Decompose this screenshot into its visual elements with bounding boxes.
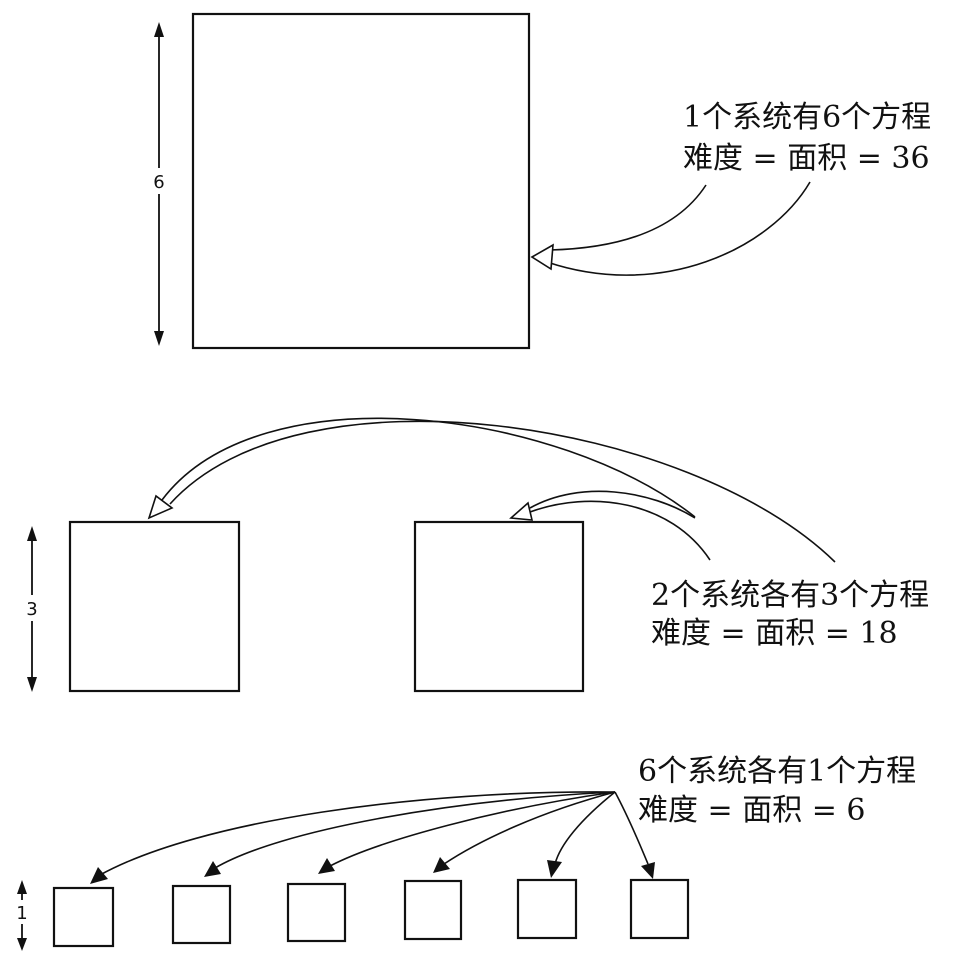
pointer-fan (90, 791, 655, 884)
dimension-arrow-1: 1 (13, 880, 31, 951)
system-box-1-d (403, 879, 463, 941)
dimension-arrow-6: 6 (148, 22, 170, 346)
panel-two-systems: 3 2个系统各有3个方程 难度 = 面积 = 18 (21, 417, 929, 693)
dimension-label-3: 3 (26, 599, 37, 620)
system-box-1-a (52, 886, 115, 948)
caption-line-1: 1个系统有6个方程 (683, 100, 931, 135)
pointer-arrow-3 (509, 490, 711, 561)
caption-line-4: 难度 = 面积 = 18 (651, 616, 898, 651)
pointer-arrow-2 (147, 417, 836, 563)
system-box-6 (191, 12, 531, 350)
system-box-1-e (516, 878, 578, 940)
pointer-arrow-1 (530, 181, 811, 276)
system-box-1-f (629, 878, 690, 940)
system-box-1-b (171, 884, 232, 945)
caption-line-2: 难度 = 面积 = 36 (683, 141, 930, 176)
dimension-label-1: 1 (16, 903, 27, 924)
system-box-1-c (286, 882, 347, 943)
caption-line-6: 难度 = 面积 = 6 (638, 793, 866, 828)
panel-six-systems: 1 6个系统各有1个方程 难度 = 面积 = 6 (13, 754, 916, 951)
caption-line-3: 2个系统各有3个方程 (651, 578, 929, 613)
dimension-label-6: 6 (153, 172, 164, 193)
dimension-arrow-3: 3 (21, 526, 43, 692)
system-box-3-a (68, 520, 241, 693)
system-box-3-b (413, 520, 585, 693)
panel-one-system: 6 1个系统有6个方程 难度 = 面积 = 36 (148, 12, 931, 350)
caption-line-5: 6个系统各有1个方程 (638, 754, 916, 789)
